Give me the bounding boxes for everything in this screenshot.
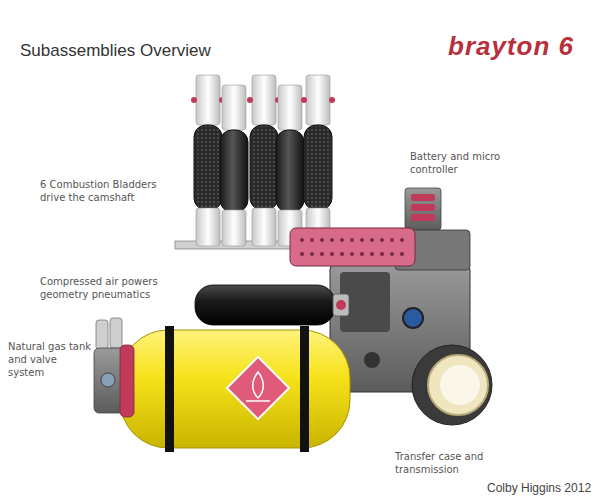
callout-label: Compressed air powers geometry pneumatic… — [40, 275, 190, 301]
callout-label: Natural gas tank and valve system — [8, 340, 92, 379]
diagram-title: Subassemblies Overview — [20, 40, 211, 62]
credit-note: Colby Higgins 2012 — [487, 481, 591, 497]
brand-logo: brayton 6 — [448, 30, 574, 64]
callout-label: Battery and micro controller — [410, 150, 520, 176]
callout-label: 6 Combustion Bladders drive the camshaft — [40, 178, 175, 204]
callout-label: Transfer case and transmission — [395, 450, 505, 476]
